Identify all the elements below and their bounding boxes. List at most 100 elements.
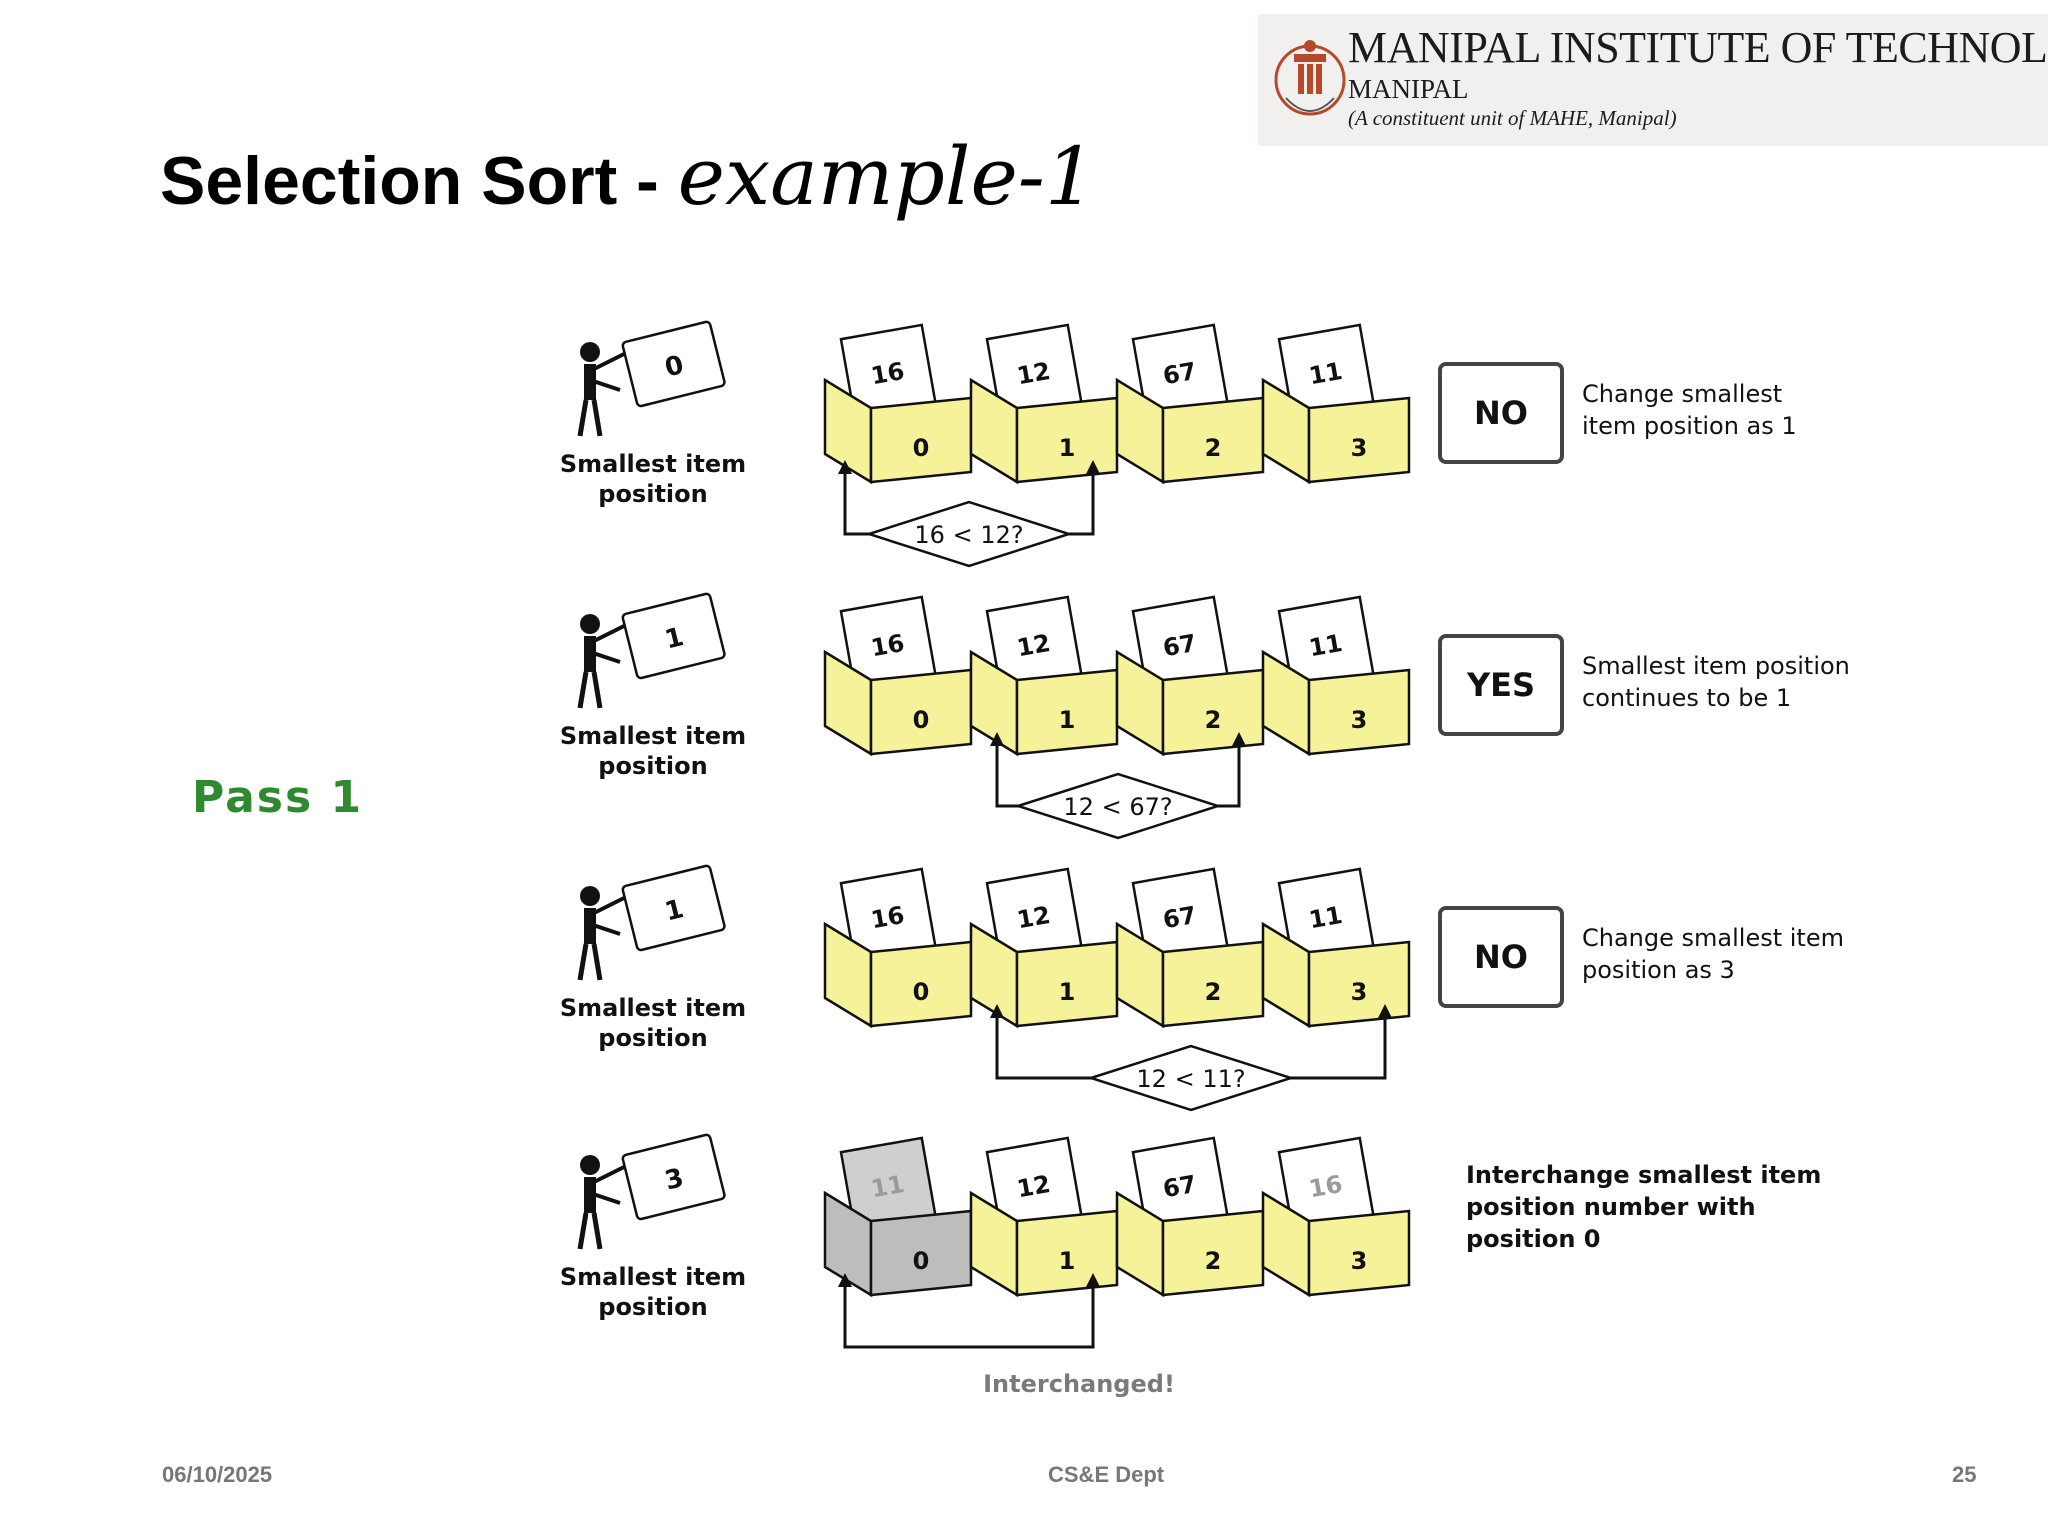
- array-card: 16: [839, 867, 939, 972]
- verdict-note-line: continues to be 1: [1582, 684, 1791, 712]
- array-card-value: 67: [1161, 901, 1199, 934]
- pass-label: Pass 1: [192, 772, 364, 823]
- comparison-diamond: [864, 500, 1074, 568]
- array-index: 3: [1351, 706, 1368, 734]
- smallest-item-label-line2: position: [598, 752, 707, 780]
- verdict-note-line: Change smallest item: [1582, 924, 1844, 952]
- array-box-1: 121: [969, 1136, 1119, 1298]
- array-card: 12: [985, 867, 1085, 972]
- footer-page-number: 25: [1952, 1462, 1977, 1487]
- arrow-up-icon: [1378, 1004, 1392, 1018]
- array-card-value: 11: [1307, 357, 1345, 390]
- array-index: 2: [1205, 1247, 1222, 1275]
- slide-title: Selection Sort - example-1: [160, 130, 1096, 223]
- verdict-note-line: item position as 1: [1582, 412, 1797, 440]
- array-index: 0: [913, 706, 930, 734]
- verdict-text: NO: [1474, 938, 1528, 976]
- interchanged-label: Interchanged!: [983, 1370, 1175, 1398]
- interchange-note-line: position 0: [1466, 1225, 1601, 1253]
- array-index: 3: [1351, 978, 1368, 1006]
- array-box-0: 160: [823, 867, 973, 1029]
- array-card-value: 12: [1015, 1170, 1053, 1203]
- array-box-2: 67 2: [1115, 1136, 1265, 1298]
- array-box-2: 67 2: [1115, 323, 1265, 485]
- footer-date: 06/10/2025: [162, 1462, 273, 1487]
- array-box-3: 11 3: [1261, 323, 1411, 485]
- position-flag-card: 0: [621, 320, 726, 408]
- slide-title-part1: Selection Sort -: [160, 143, 678, 219]
- stick-figure-icon: [577, 342, 633, 437]
- smallest-item-label: Smallest item: [560, 450, 746, 478]
- array-card: 11: [1277, 323, 1377, 428]
- array-box-1: 12 1: [969, 867, 1119, 1029]
- institute-logo: MANIPAL INSTITUTE OF TECHNOLOGY MANIPAL …: [1258, 14, 2048, 146]
- array-box-3: 163: [1261, 1136, 1411, 1298]
- array-card-value: 12: [1015, 901, 1053, 934]
- smallest-item-label-line2: position: [598, 480, 707, 508]
- array-card-value: 11: [1307, 629, 1345, 662]
- arrow-up-icon: [838, 460, 852, 474]
- array-card: 11: [1277, 595, 1377, 700]
- array-card: 11: [839, 1136, 939, 1241]
- position-flag-card: 3: [621, 1133, 726, 1221]
- array-box-1: 12 1: [969, 323, 1119, 485]
- array-card-value: 67: [1161, 629, 1199, 662]
- arrow-up-icon: [1086, 1273, 1100, 1287]
- arrow-up-icon: [1086, 460, 1100, 474]
- array-box-1: 121: [969, 595, 1119, 757]
- verdict-note-line: position as 3: [1582, 956, 1735, 984]
- position-flag-card: 1: [621, 864, 726, 952]
- arrow-up-icon: [1232, 732, 1246, 746]
- array-card-value: 12: [1015, 357, 1053, 390]
- verdict-box: [1438, 906, 1564, 1008]
- verdict-box: [1438, 634, 1564, 736]
- array-card-value: 67: [1161, 1170, 1199, 1203]
- interchange-note-line: position number with: [1466, 1193, 1756, 1221]
- comparison-text: 12 < 11?: [1136, 1065, 1245, 1093]
- comparison-diamond: [1013, 772, 1223, 840]
- array-box-0: 11 0: [823, 1136, 973, 1298]
- verdict-note-line: Smallest item position: [1582, 652, 1850, 680]
- array-index: 3: [1351, 434, 1368, 462]
- array-box-2: 672: [1115, 595, 1265, 757]
- array-index: 0: [913, 434, 930, 462]
- array-index: 0: [913, 1247, 930, 1275]
- array-card-value: 11: [1307, 901, 1345, 934]
- comparison-text: 16 < 12?: [914, 521, 1023, 549]
- comparison-diamond: [1086, 1044, 1296, 1112]
- array-card: 11: [1277, 867, 1377, 972]
- array-card-value: 11: [869, 1170, 907, 1203]
- array-card-value: 12: [1015, 629, 1053, 662]
- array-card: 16: [1277, 1136, 1377, 1241]
- institute-city: MANIPAL: [1348, 74, 1469, 104]
- mit-seal-icon: [1274, 40, 1346, 116]
- verdict-note-line: Change smallest: [1582, 380, 1782, 408]
- array-card-value: 16: [869, 901, 907, 934]
- array-card-value: 16: [1307, 1170, 1345, 1203]
- institute-unit: (A constituent unit of MAHE, Manipal): [1348, 106, 1677, 130]
- array-card-value: 16: [869, 357, 907, 390]
- smallest-item-label-line2: position: [598, 1024, 707, 1052]
- smallest-item-label: Smallest item: [560, 1263, 746, 1291]
- verdict-text: YES: [1466, 666, 1535, 704]
- array-index: 1: [1059, 978, 1076, 1006]
- array-card-value: 67: [1161, 357, 1199, 390]
- array-card: 67: [1131, 323, 1231, 428]
- smallest-item-label: Smallest item: [560, 722, 746, 750]
- array-index: 2: [1205, 434, 1222, 462]
- stick-figure-icon: [577, 614, 633, 709]
- smallest-item-label: Smallest item: [560, 994, 746, 1022]
- array-card: 12: [985, 1136, 1085, 1241]
- array-card: 16: [839, 595, 939, 700]
- comparison-text: 12 < 67?: [1063, 793, 1172, 821]
- footer-dept: CS&E Dept: [1048, 1462, 1165, 1487]
- arrow-up-icon: [838, 1273, 852, 1287]
- array-index: 1: [1059, 434, 1076, 462]
- array-card: 67: [1131, 595, 1231, 700]
- array-card: 67: [1131, 867, 1231, 972]
- position-flag-card: 1: [621, 592, 726, 680]
